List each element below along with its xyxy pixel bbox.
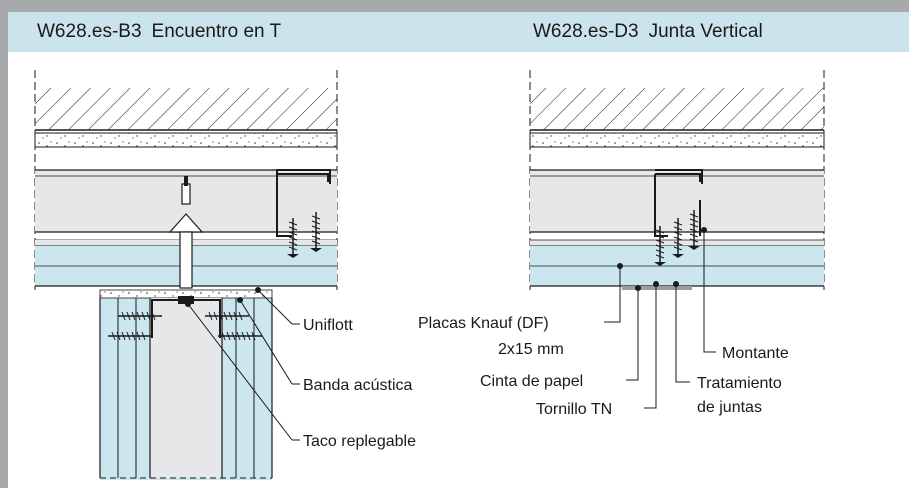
- right-profile-zone: [530, 170, 824, 232]
- label-uniflott: Uniflott: [303, 317, 353, 334]
- label-montante: Montante: [722, 345, 789, 362]
- label-taco-replegable: Taco replegable: [303, 433, 416, 450]
- left-drawing-title: W628.es-B3 Encuentro en T: [37, 21, 281, 43]
- right-concrete-slab: [530, 88, 824, 130]
- right-drawing-title: W628.es-D3 Junta Vertical: [533, 21, 763, 43]
- label-placas-knauf: Placas Knauf (DF): [418, 315, 549, 332]
- left-drawing: Uniflott Banda acústica Taco replegable: [34, 70, 416, 480]
- label-tornillo-tn: Tornillo TN: [536, 401, 612, 418]
- label-banda-acustica: Banda acústica: [303, 377, 413, 394]
- right-drawing-code: W628.es-D3: [533, 21, 639, 42]
- left-screed-layer: [34, 132, 338, 148]
- joint-tape: [622, 286, 692, 290]
- right-drawing: Placas Knauf (DF) 2x15 mm Cinta de papel…: [418, 70, 825, 418]
- title-bar: [8, 12, 909, 52]
- left-c-stud: [276, 169, 331, 237]
- label-de-juntas: de juntas: [697, 399, 762, 416]
- left-drawing-name: Encuentro en T: [151, 21, 282, 42]
- label-tratamiento: Tratamiento: [697, 375, 782, 392]
- right-screed-layer: [529, 132, 825, 148]
- label-placas-size: 2x15 mm: [498, 341, 564, 358]
- label-cinta-papel: Cinta de papel: [480, 373, 583, 390]
- right-drawing-name: Junta Vertical: [648, 21, 763, 42]
- left-concrete-slab: [35, 88, 337, 130]
- anchor-sleeve: [179, 231, 193, 289]
- right-c-stud: [654, 169, 703, 237]
- left-drawing-code: W628.es-B3: [37, 21, 142, 42]
- anchor-bolt: [181, 183, 191, 205]
